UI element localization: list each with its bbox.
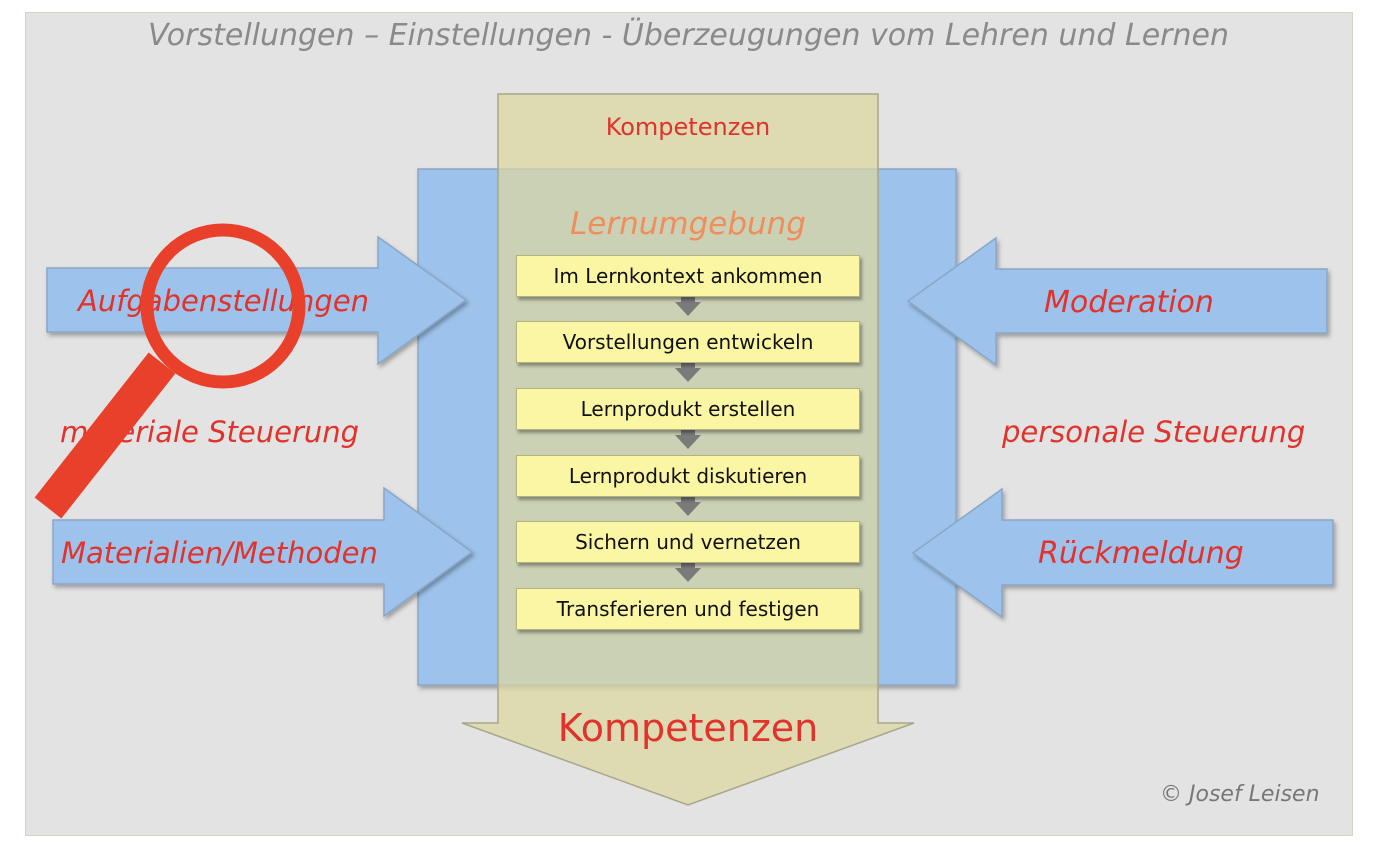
competence-label-bottom: Kompetenzen	[557, 706, 819, 750]
connector-3	[675, 430, 701, 449]
connector-1	[675, 297, 701, 316]
left-arrow-bottom	[52, 486, 474, 618]
learning-environment-label: Lernumgebung	[570, 206, 806, 242]
left-arrow-top-label: Aufgabenstellungen	[78, 284, 370, 318]
step-connectors	[675, 297, 701, 582]
right-arrow-bottom-label: Rückmeldung	[1038, 536, 1244, 571]
right-arrow-top-label: Moderation	[1044, 285, 1214, 320]
connector-4	[675, 497, 701, 516]
right-middle-label: personale Steuerung	[1002, 415, 1306, 449]
connector-5	[675, 563, 701, 582]
step-6: Transferieren und festigen	[516, 588, 860, 630]
step-1: Im Lernkontext ankommen	[516, 255, 860, 297]
competence-label-top: Kompetenzen	[605, 113, 771, 141]
right-arrow-bottom	[911, 487, 1334, 619]
diagram-title: Vorstellungen – Einstellungen - Überzeug…	[148, 18, 1229, 53]
right-arrow-top	[906, 236, 1328, 367]
copyright-label: © Josef Leisen	[1160, 782, 1320, 807]
step-3: Lernprodukt erstellen	[516, 388, 860, 430]
step-2: Vorstellungen entwickeln	[516, 321, 860, 363]
connector-2	[675, 363, 701, 382]
left-arrow-bottom-label: Materialien/Methoden	[61, 536, 378, 570]
step-4: Lernprodukt diskutieren	[516, 455, 860, 497]
step-5: Sichern und vernetzen	[516, 521, 860, 563]
